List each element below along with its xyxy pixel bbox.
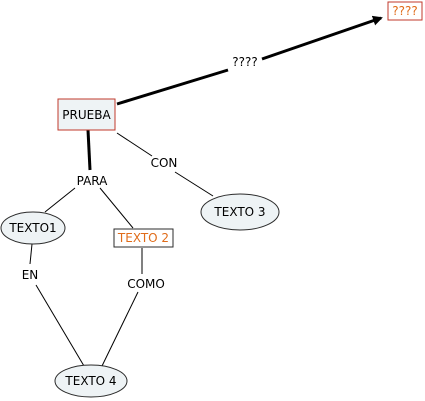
edge-para-to-texto2 bbox=[99, 187, 134, 229]
concept-texto3-label: TEXTO 3 bbox=[213, 205, 265, 219]
edge-como-to-texto4 bbox=[101, 291, 139, 367]
edge-prueba-to-para bbox=[86, 129, 92, 171]
edge-texto1-to-en bbox=[29, 243, 33, 265]
concept-texto1[interactable]: TEXTO1 bbox=[0, 211, 66, 245]
concept-prueba-label: PRUEBA bbox=[62, 108, 111, 122]
edge-prueba-to-con bbox=[116, 132, 153, 157]
concept-texto2[interactable]: TEXTO 2 bbox=[113, 228, 174, 248]
link-label-para: PARA bbox=[77, 174, 109, 188]
concept-top-box[interactable]: ???? bbox=[387, 1, 423, 21]
edges bbox=[29, 15, 383, 367]
concept-texto4[interactable]: TEXTO 4 bbox=[54, 364, 128, 398]
edge-con-to-texto3 bbox=[174, 171, 214, 197]
concept-texto4-label: TEXTO 4 bbox=[64, 374, 116, 388]
link-label-en: EN bbox=[22, 268, 39, 282]
edge-label-to-top-box bbox=[261, 15, 383, 61]
edge-en-to-texto4 bbox=[35, 284, 85, 367]
concept-texto3[interactable]: TEXTO 3 bbox=[200, 193, 280, 231]
link-label-como: COMO bbox=[127, 277, 165, 291]
link-label-con: CON bbox=[151, 156, 178, 170]
concept-texto1-label: TEXTO1 bbox=[8, 221, 56, 235]
link-label-prueba-to-top: ???? bbox=[232, 55, 257, 69]
linking-phrases: ???? PARA CON EN COMO bbox=[22, 55, 258, 291]
concept-texto2-label: TEXTO 2 bbox=[117, 231, 169, 245]
edge-para-to-texto1 bbox=[44, 187, 76, 213]
edge-prueba-to-label bbox=[116, 68, 229, 106]
concept-top-box-label: ???? bbox=[392, 4, 417, 18]
concept-prueba[interactable]: PRUEBA bbox=[57, 98, 116, 131]
